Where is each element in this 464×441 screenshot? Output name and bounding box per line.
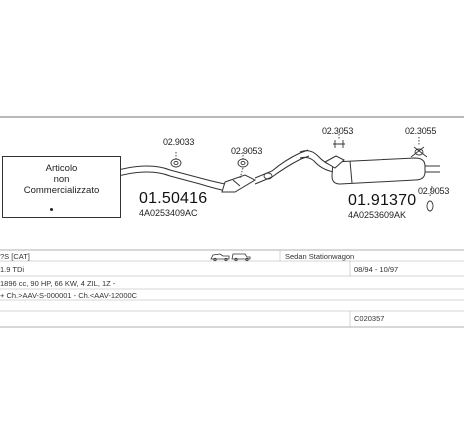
- callout-clamp-2: 02.9053: [231, 146, 263, 156]
- years: 08/94 - 10/97: [354, 265, 399, 274]
- wagon-icon: [231, 253, 251, 262]
- catalog-code: C020357: [354, 314, 385, 323]
- rear-silencer: [323, 155, 440, 185]
- model: 1.9 TDi: [0, 265, 25, 274]
- note-line-3: Commercializzato: [23, 185, 100, 196]
- note-line-1: Articolo: [45, 163, 78, 174]
- callout-hanger-2: 02.3055: [405, 126, 437, 136]
- front-pipe: [115, 165, 226, 191]
- clamp-2: [237, 152, 249, 179]
- oem-number-rear: 4A0253609AK: [348, 210, 407, 220]
- part-number-rear: 01.91370: [348, 192, 417, 209]
- body-type: Sedan Stationwagon: [285, 252, 355, 261]
- note-dot: [50, 208, 53, 211]
- chassis-range: + Ch.>AAV-S-000001 - Ch.<AAV-12000C: [0, 291, 138, 300]
- middle-silencer: [221, 149, 310, 193]
- clamp-3: [263, 172, 273, 180]
- clamp-1: [170, 152, 182, 168]
- not-commercialized-box: Articolo non Commercializzato: [2, 156, 121, 218]
- hanger-1: [333, 134, 345, 148]
- hanger-2: [410, 137, 428, 158]
- part-number-front: 01.50416: [139, 190, 208, 207]
- engine-spec: 1896 cc, 90 HP, 66 KW, 4 ZIL, 1Z -: [0, 279, 116, 288]
- hanger-3: [426, 185, 434, 212]
- note-line-2: non: [53, 174, 70, 185]
- engine-prefix: ?S [CAT]: [0, 252, 30, 261]
- oem-number-front: 4A0253409AC: [139, 208, 198, 218]
- callout-hanger-3: 02.9053: [418, 186, 450, 196]
- callout-clamp-1: 02.9033: [163, 137, 195, 147]
- car-icon: [210, 253, 230, 262]
- callout-hanger-1: 02.3053: [322, 126, 354, 136]
